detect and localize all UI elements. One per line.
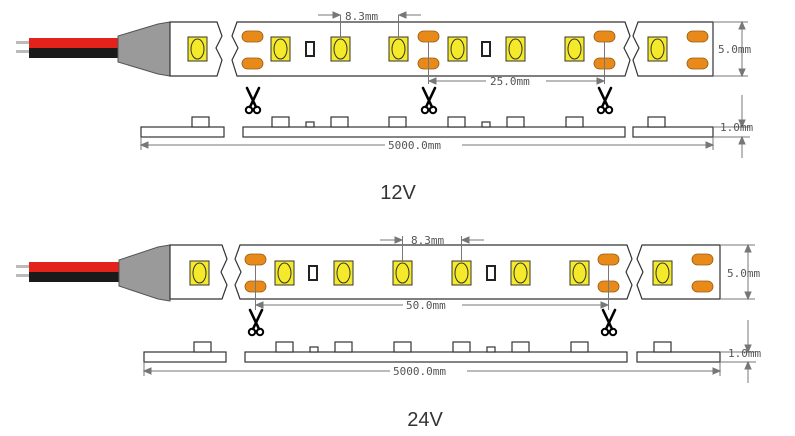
strip-length-dimension	[142, 362, 722, 376]
wire-connector	[16, 244, 171, 302]
led	[270, 36, 291, 62]
voltage-label: 12V	[380, 182, 416, 204]
led	[189, 260, 210, 286]
led-pitch-dimension	[380, 236, 484, 261]
red-wire	[29, 38, 121, 48]
led-chips	[189, 260, 673, 286]
strip-width-dimension	[720, 243, 755, 301]
strip-side-profile	[140, 116, 714, 138]
led	[447, 36, 468, 62]
resistor	[481, 41, 491, 57]
scissors-icon	[600, 308, 618, 337]
led-pitch-label: 8.3mm	[345, 10, 378, 23]
led	[652, 260, 673, 286]
wire-connector	[16, 21, 171, 77]
led-pitch-label: 8.3mm	[411, 234, 444, 247]
black-wire	[29, 48, 121, 58]
strip-side-profile	[143, 341, 721, 363]
strip-length-label: 5000.0mm	[393, 365, 446, 378]
strip-width-dimension	[713, 20, 748, 78]
strip-width-label: 5.0mm	[718, 43, 751, 56]
led	[647, 36, 668, 62]
scissors-icon	[247, 308, 265, 337]
led	[330, 36, 351, 62]
led	[564, 36, 585, 62]
resistors	[305, 41, 491, 57]
cut-interval-dimension	[427, 42, 606, 85]
resistor	[486, 265, 496, 281]
strip-thickness-label: 1.0mm	[728, 347, 761, 360]
strip-thickness-dimension	[720, 320, 756, 383]
cut-interval-label: 25.0mm	[490, 75, 530, 88]
strip-segment-middle	[231, 21, 631, 77]
led	[187, 36, 208, 62]
diagram-12v: 8.3mm 25.0mm 5.0mm	[16, 10, 753, 204]
scissors-icon	[596, 86, 614, 115]
led-pitch-dimension	[318, 11, 421, 37]
led	[388, 36, 409, 62]
strip-length-label: 5000.0mm	[388, 139, 441, 152]
scissors-icon	[244, 86, 262, 115]
led-chips	[187, 36, 668, 62]
cut-interval-label: 50.0mm	[406, 299, 446, 312]
led	[505, 36, 526, 62]
led	[510, 260, 531, 286]
red-wire	[29, 262, 122, 272]
cut-interval-dimension	[254, 265, 610, 310]
strip-length-dimension	[139, 137, 715, 150]
resistors	[308, 265, 496, 281]
led	[274, 260, 295, 286]
led	[569, 260, 590, 286]
led	[333, 260, 354, 286]
strip-thickness-label: 1.0mm	[720, 121, 753, 134]
strip-width-label: 5.0mm	[727, 267, 760, 280]
resistor	[308, 265, 318, 281]
resistor	[305, 41, 315, 57]
strip-thickness-dimension	[713, 95, 750, 158]
black-wire	[29, 272, 122, 282]
scissors-icon	[420, 86, 438, 115]
led	[451, 260, 472, 286]
diagram-24v: 8.3mm 50.0mm 5.0mm	[16, 234, 761, 431]
led	[392, 260, 413, 286]
voltage-label: 24V	[407, 409, 443, 431]
